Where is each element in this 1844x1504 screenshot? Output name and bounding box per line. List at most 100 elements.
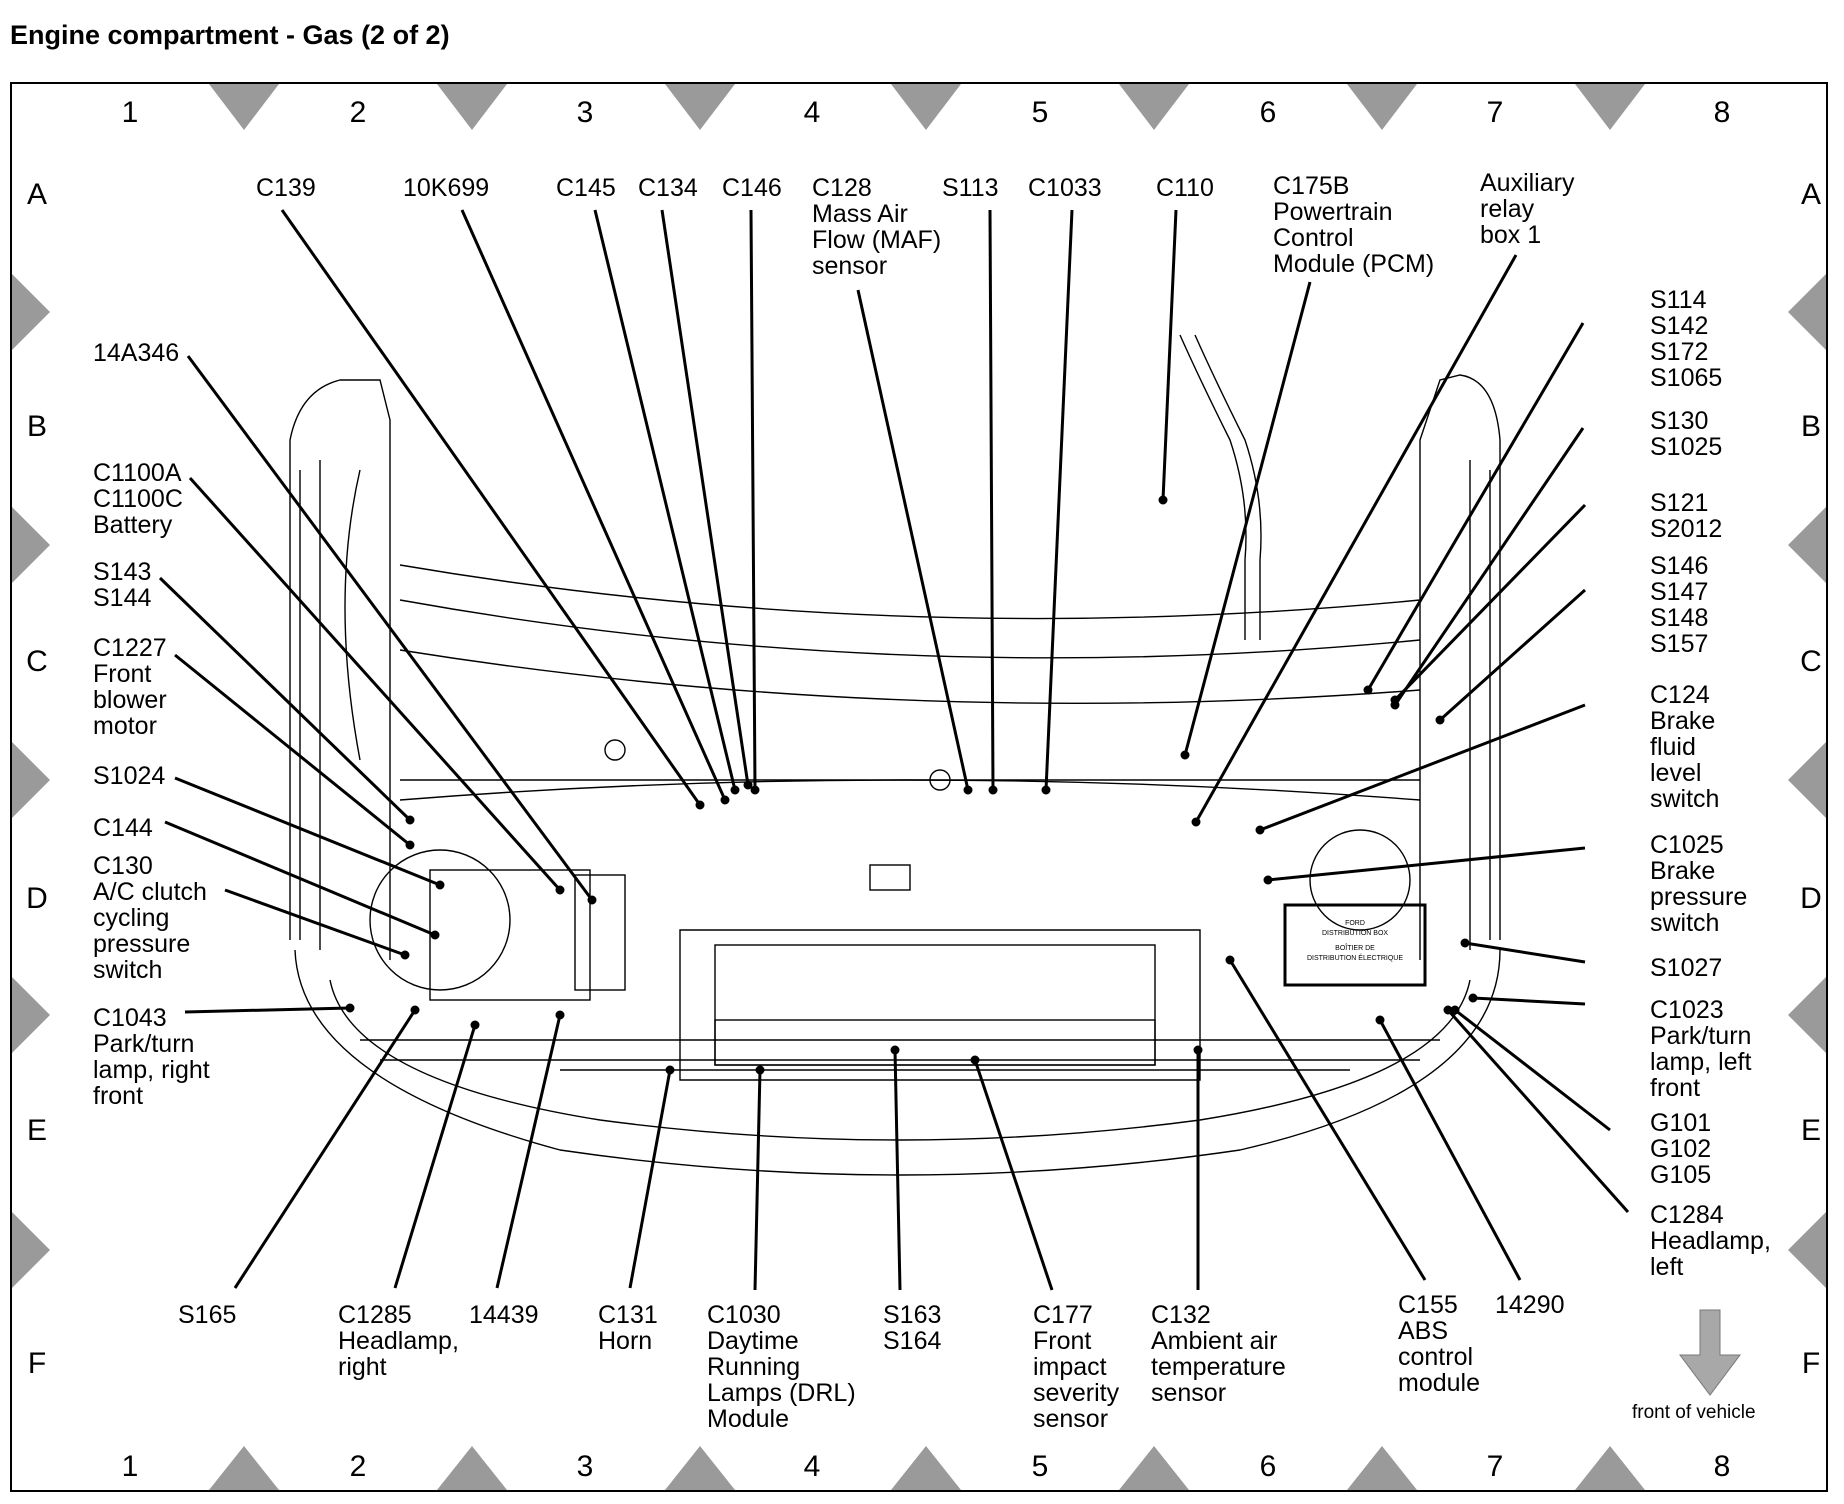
leader-arrowhead-c177 bbox=[970, 1055, 980, 1065]
component-label-line: Auxiliary bbox=[1480, 169, 1575, 197]
leader-line-14439 bbox=[495, 1014, 562, 1289]
component-label-c1033: C1033 bbox=[1028, 175, 1102, 201]
grid-marker-left bbox=[12, 507, 50, 583]
leader-line-c1023 bbox=[1472, 996, 1586, 1006]
component-label-line: Mass Air bbox=[812, 200, 908, 228]
leader-line-c128 bbox=[856, 289, 970, 791]
leader-line-c139 bbox=[280, 209, 702, 806]
svg-text:FORD: FORD bbox=[1345, 920, 1365, 927]
component-label-line: right bbox=[338, 1353, 387, 1381]
component-label-line: 10K699 bbox=[403, 174, 490, 202]
component-label-line: S2012 bbox=[1650, 515, 1723, 543]
leader-arrowhead-c1284 bbox=[1443, 1005, 1453, 1015]
down-arrow-icon bbox=[1679, 1309, 1741, 1396]
component-label-line: Control bbox=[1273, 224, 1354, 252]
leader-line-c146 bbox=[749, 209, 757, 791]
component-label-line: C1033 bbox=[1028, 174, 1102, 202]
grid-column-3-bottom: 3 bbox=[576, 1450, 594, 1483]
component-label-line: Headlamp, bbox=[1650, 1227, 1771, 1255]
grid-column-8-top: 8 bbox=[1713, 96, 1731, 129]
component-label-line: sensor bbox=[812, 252, 888, 280]
component-label-line: Headlamp, bbox=[338, 1327, 459, 1355]
component-label-line: S130 bbox=[1650, 407, 1709, 435]
component-label-s1024: S1024 bbox=[93, 763, 165, 789]
component-label-line: C177 bbox=[1033, 1301, 1093, 1329]
component-label-line: S113 bbox=[942, 174, 999, 202]
component-label-line: impact bbox=[1033, 1353, 1107, 1381]
component-label-line: C146 bbox=[722, 174, 782, 202]
leader-line-s143 bbox=[158, 576, 412, 822]
leader-arrowhead-c130 bbox=[400, 950, 410, 960]
component-label-line: C134 bbox=[638, 174, 698, 202]
leader-line-c145 bbox=[593, 209, 737, 791]
component-label-line: fluid bbox=[1650, 733, 1696, 761]
component-label-line: level bbox=[1650, 759, 1702, 787]
component-label-line: ABS bbox=[1398, 1317, 1449, 1345]
component-label-line: S1024 bbox=[93, 762, 166, 790]
component-label-line: Powertrain bbox=[1273, 198, 1393, 226]
grid-marker-top bbox=[1347, 84, 1417, 130]
component-label-line: S1025 bbox=[1650, 433, 1723, 461]
component-label-line: S165 bbox=[178, 1301, 237, 1329]
leader-arrowhead-c131 bbox=[665, 1065, 675, 1075]
leader-line-aux-relay bbox=[1194, 254, 1518, 823]
grid-marker-bottom bbox=[891, 1446, 961, 1490]
leader-lines bbox=[158, 209, 1630, 1291]
grid-row-C-right: C bbox=[1800, 645, 1822, 678]
grid-marker-right bbox=[1788, 1212, 1826, 1288]
component-label-line: front bbox=[1650, 1074, 1701, 1102]
leader-arrowhead-s143 bbox=[405, 815, 415, 825]
component-label-line: Module (PCM) bbox=[1273, 250, 1435, 278]
leader-arrowhead-c175b bbox=[1180, 750, 1190, 760]
component-label-line: Flow (MAF) bbox=[812, 226, 942, 254]
grid-column-5-bottom: 5 bbox=[1031, 1450, 1049, 1483]
component-label-line: S157 bbox=[1650, 630, 1709, 658]
component-label-line: C155 bbox=[1398, 1291, 1458, 1319]
leader-arrowhead-c1227 bbox=[405, 840, 415, 850]
grid-column-5-top: 5 bbox=[1031, 96, 1049, 129]
grid-row-D-right: D bbox=[1800, 882, 1822, 915]
svg-text:BOÎTIER DE: BOÎTIER DE bbox=[1335, 943, 1375, 952]
component-label-line: switch bbox=[1650, 909, 1720, 937]
component-label-line: S1065 bbox=[1650, 364, 1723, 392]
leader-line-10k699 bbox=[460, 209, 727, 801]
page-title: Engine compartment - Gas (2 of 2) bbox=[10, 20, 450, 50]
component-label-s1027: S1027 bbox=[1650, 955, 1722, 981]
leader-line-s1024 bbox=[174, 776, 441, 887]
leader-line-c1033 bbox=[1044, 209, 1074, 791]
diagram-frame bbox=[10, 82, 1828, 1492]
grid-marker-bottom bbox=[1575, 1446, 1645, 1490]
leader-arrowhead-aux-relay bbox=[1191, 817, 1201, 827]
leader-line-c110 bbox=[1161, 209, 1178, 501]
component-label-line: motor bbox=[93, 712, 157, 740]
component-label-s165: S165 bbox=[178, 1302, 236, 1328]
component-label-line: 14439 bbox=[469, 1301, 539, 1329]
component-label-s113: S113 bbox=[942, 175, 999, 201]
component-label-line: S147 bbox=[1650, 578, 1709, 606]
grid-marker-bottom bbox=[437, 1446, 507, 1490]
component-label-c134: C134 bbox=[638, 175, 698, 201]
grid-column-6-top: 6 bbox=[1259, 96, 1277, 129]
grid-column-6-bottom: 6 bbox=[1259, 1450, 1277, 1483]
leader-arrowhead-c1100a bbox=[555, 885, 565, 895]
component-label-line: pressure bbox=[93, 930, 191, 958]
component-label-line: 14290 bbox=[1495, 1291, 1565, 1319]
component-label-line: C1030 bbox=[707, 1301, 781, 1329]
leader-arrowhead-14439 bbox=[555, 1010, 565, 1020]
component-label-line: C1284 bbox=[1650, 1201, 1724, 1229]
grid-row-A-right: A bbox=[1800, 178, 1821, 211]
component-label-line: Park/turn bbox=[1650, 1022, 1752, 1050]
component-label-line: S144 bbox=[93, 584, 152, 612]
component-label-line: C144 bbox=[93, 814, 153, 842]
component-label-line: C128 bbox=[812, 174, 872, 202]
component-label-14a346: 14A346 bbox=[93, 340, 179, 366]
grid-marker-top bbox=[665, 84, 735, 130]
